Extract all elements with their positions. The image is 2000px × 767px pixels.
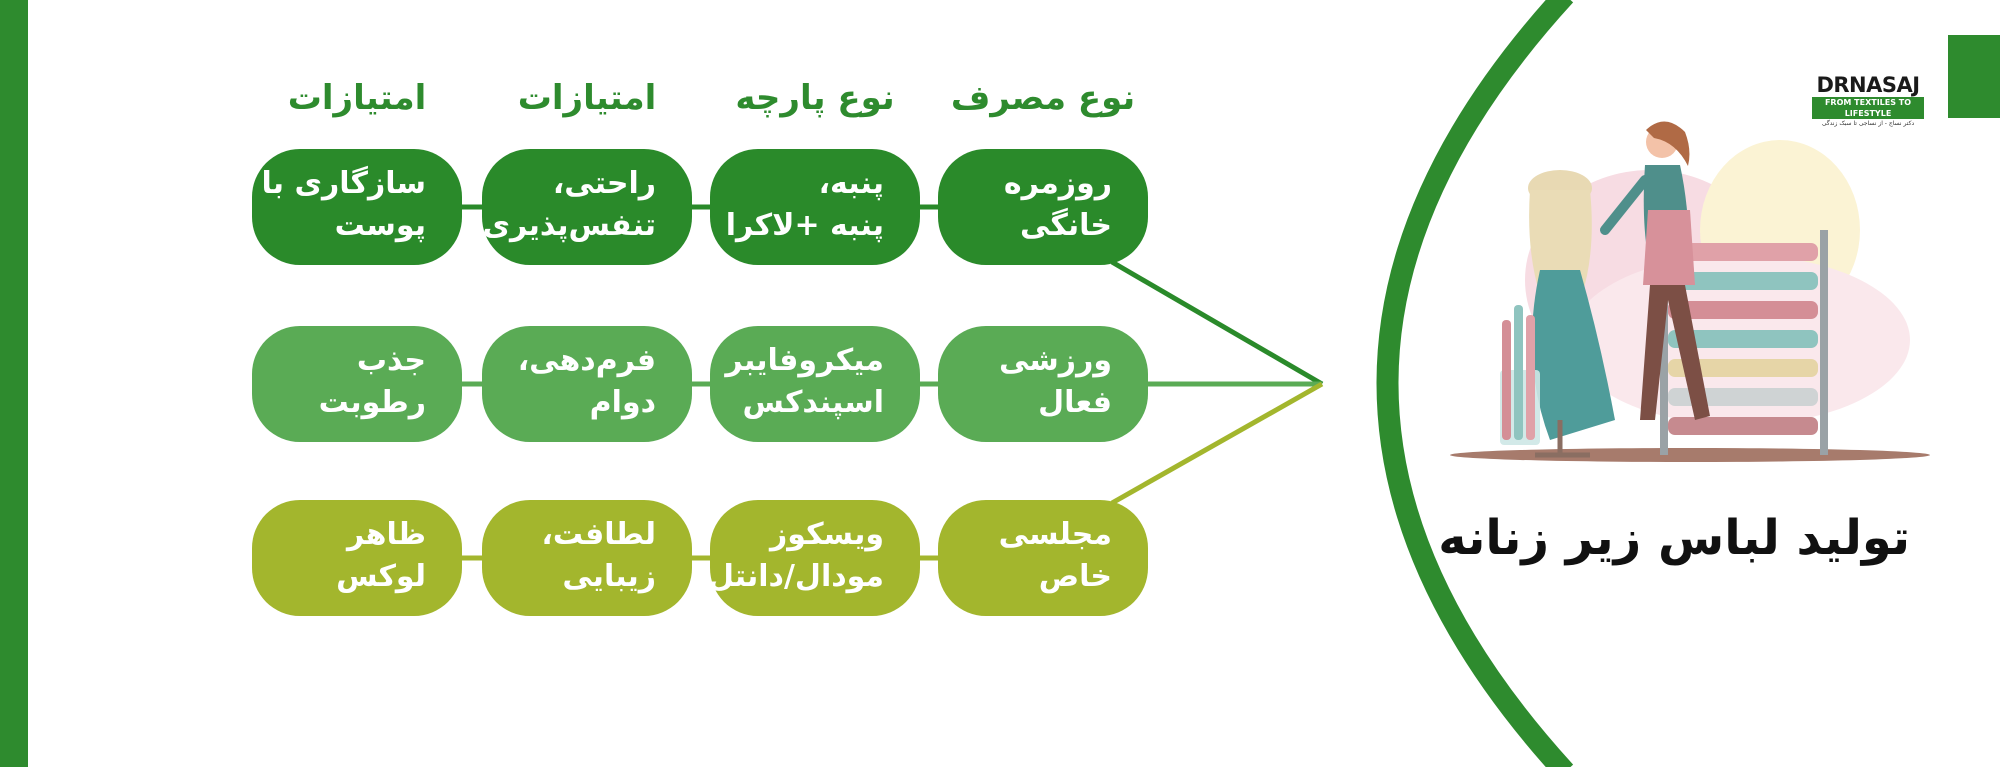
row2-advantage2-line2: رطوبت	[318, 385, 426, 420]
row3-usage-line2: خاص	[1038, 559, 1112, 594]
row1-advantage2-pill: سازگاری با پوست	[252, 149, 462, 265]
row3-fabric-line2: مودال/دانتل	[707, 559, 884, 594]
row3-fabric-line1: ویسکوز	[770, 517, 884, 552]
header-fabric-type: نوع پارچه	[735, 78, 895, 118]
row3-advantage2-pill: ظاهر لوکس	[252, 500, 462, 616]
row2-advantage1-line1: فرم‌دهی،	[517, 343, 656, 378]
page-title: تولید لباس زیر زنانه	[1438, 510, 1910, 566]
brand-logo: DRNASAJ FROM TEXTILES TO LIFESTYLE دکتر …	[1812, 73, 1924, 127]
row1-fabric-pill: پنبه، پنبه +لاکرا	[710, 149, 920, 265]
row2-fabric-pill: میکروفایبر اسپندکس	[710, 326, 920, 442]
header-usage-type: نوع مصرف	[950, 78, 1136, 118]
hub-line-row1	[1110, 259, 1324, 387]
row2-advantage2-line1: جذب	[356, 343, 426, 378]
row3-advantage2-line2: لوکس	[336, 559, 426, 594]
row1-usage-pill: روزمره خانگی	[938, 149, 1148, 265]
hub-line-row3	[1110, 381, 1324, 506]
row2-advantage1-line2: دوام	[589, 385, 656, 420]
logo-tagline: FROM TEXTILES TO LIFESTYLE	[1812, 97, 1924, 119]
row2-fabric-line1: میکروفایبر	[725, 343, 884, 378]
row1-advantage1-line1: راحتی،	[552, 166, 656, 201]
row2-usage-line1: ورزشی	[998, 343, 1112, 378]
row3-advantage1-line2: زیبایی	[562, 559, 656, 594]
row1-advantage2-line2: پوست	[334, 208, 426, 243]
row2-fabric-line2: اسپندکس	[742, 385, 884, 420]
row3-advantage2-line1: ظاهر	[347, 517, 426, 552]
row3-usage-line1: مجلسی	[998, 517, 1112, 552]
row1-usage-line2: خانگی	[1020, 208, 1112, 243]
decorative-arc	[1376, 0, 1574, 767]
header-advantages-2: امتیازات	[287, 78, 427, 118]
row3-advantage1-pill: لطافت، زیبایی	[482, 500, 692, 616]
logo-subtitle: دکتر نساج - از نساجی تا سبک زندگی	[1821, 120, 1915, 127]
row3-advantage1-line1: لطافت،	[541, 517, 656, 552]
left-accent-bar	[0, 0, 28, 767]
corner-accent-tab	[1948, 35, 2000, 118]
row1-advantage1-line2: تنفس‌پذیری	[482, 208, 656, 243]
row1-fabric-line1: پنبه،	[818, 166, 884, 201]
row3-fabric-pill: ویسکوز مودال/دانتل	[707, 500, 920, 616]
row2-advantage2-pill: جذب رطوبت	[252, 326, 462, 442]
tailor-illustration-icon	[1450, 121, 1930, 462]
row2-usage-line2: فعال	[1038, 385, 1112, 420]
row2-usage-pill: ورزشی فعال	[938, 326, 1148, 442]
row1-fabric-line2: پنبه +لاکرا	[725, 208, 884, 243]
header-advantages-1: امتیازات	[517, 78, 657, 118]
logo-wordmark: DRNASAJ	[1816, 73, 1920, 97]
row1-advantage1-pill: راحتی، تنفس‌پذیری	[482, 149, 692, 265]
row3-usage-pill: مجلسی خاص	[938, 500, 1148, 616]
row1-usage-line1: روزمره	[1003, 166, 1112, 201]
row1-advantage2-line1: سازگاری با	[261, 166, 427, 201]
row2-advantage1-pill: فرم‌دهی، دوام	[482, 326, 692, 442]
